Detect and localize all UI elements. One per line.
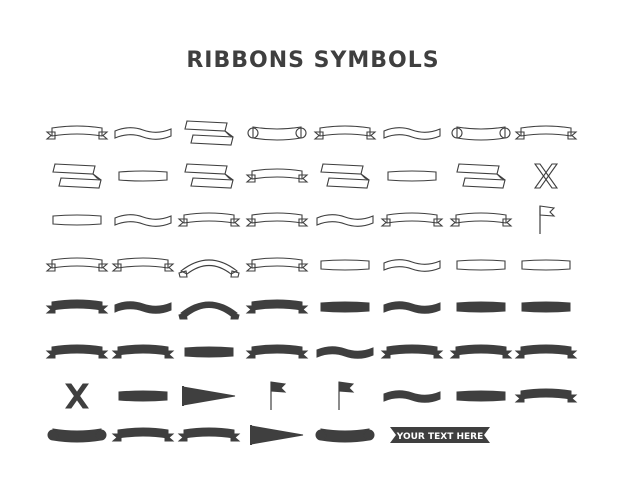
folded-ribbon-icon [52, 163, 102, 189]
banner-ribbon-icon [45, 257, 109, 272]
flag-icon [270, 381, 287, 410]
bar-ribbon-icon [118, 390, 168, 402]
wave-ribbon-icon [383, 390, 441, 403]
banner-ribbon-icon [111, 344, 175, 359]
text-banner-label: YOUR TEXT HERE [396, 432, 483, 442]
flag-icon [338, 381, 355, 410]
banner-ribbon-icon [514, 388, 578, 403]
banner-ribbon-icon [111, 257, 175, 272]
bar-ribbon-icon [320, 259, 370, 271]
banner-ribbon-icon [177, 427, 241, 442]
wave-ribbon-icon [383, 259, 441, 272]
banner-ribbon-icon [514, 344, 578, 359]
bar-ribbon-icon [456, 390, 506, 402]
wave-ribbon-icon [383, 301, 441, 314]
cross-ribbon-icon [65, 383, 89, 409]
banner-ribbon-icon [245, 168, 309, 183]
wave-ribbon-icon [114, 301, 172, 314]
banner-ribbon-icon [45, 299, 109, 314]
bar-ribbon-icon [52, 214, 102, 226]
banner-ribbon-icon [380, 344, 444, 359]
wave-ribbon-icon [316, 214, 374, 227]
banner-ribbon-icon [177, 212, 241, 227]
banner-ribbon-icon [449, 212, 513, 227]
pennant-icon [182, 386, 236, 406]
wave-ribbon-icon [114, 127, 172, 140]
folded-ribbon-icon [184, 163, 234, 189]
wave-ribbon-icon [316, 346, 374, 359]
banner-ribbon-icon [380, 212, 444, 227]
banner-ribbon-icon [245, 257, 309, 272]
bar-ribbon-icon [118, 170, 168, 182]
arc-ribbon-icon [178, 259, 240, 278]
bar-ribbon-icon [521, 259, 571, 271]
scroll-ribbon-icon [247, 126, 307, 141]
bar-ribbon-icon [320, 301, 370, 313]
folded-ribbon-icon [184, 120, 234, 146]
bar-ribbon-icon [456, 301, 506, 313]
banner-ribbon-icon [45, 125, 109, 140]
banner-ribbon-icon [245, 212, 309, 227]
cross-ribbon-icon [533, 163, 559, 189]
scroll-ribbon-icon [451, 126, 511, 141]
wave-ribbon-icon [114, 214, 172, 227]
bar-ribbon-icon [184, 346, 234, 358]
arc-ribbon-icon [178, 301, 240, 320]
page-title: RIBBONS SYMBOLS [186, 48, 440, 73]
text-banner-icon: YOUR TEXT HERE [390, 427, 490, 443]
folded-ribbon-icon [320, 163, 370, 189]
banner-ribbon-icon [313, 125, 377, 140]
banner-ribbon-icon [245, 344, 309, 359]
wave-ribbon-icon [383, 127, 441, 140]
bar-ribbon-icon [521, 301, 571, 313]
banner-ribbon-icon [514, 125, 578, 140]
banner-ribbon-icon [245, 299, 309, 314]
bar-ribbon-icon [456, 259, 506, 271]
scroll-ribbon-icon [315, 428, 375, 443]
banner-ribbon-icon [45, 344, 109, 359]
flag-icon [539, 205, 556, 234]
banner-ribbon-icon [449, 344, 513, 359]
pennant-icon [250, 425, 304, 445]
bar-ribbon-icon [387, 170, 437, 182]
folded-ribbon-icon [456, 163, 506, 189]
banner-ribbon-icon [111, 427, 175, 442]
scroll-ribbon-icon [47, 428, 107, 443]
